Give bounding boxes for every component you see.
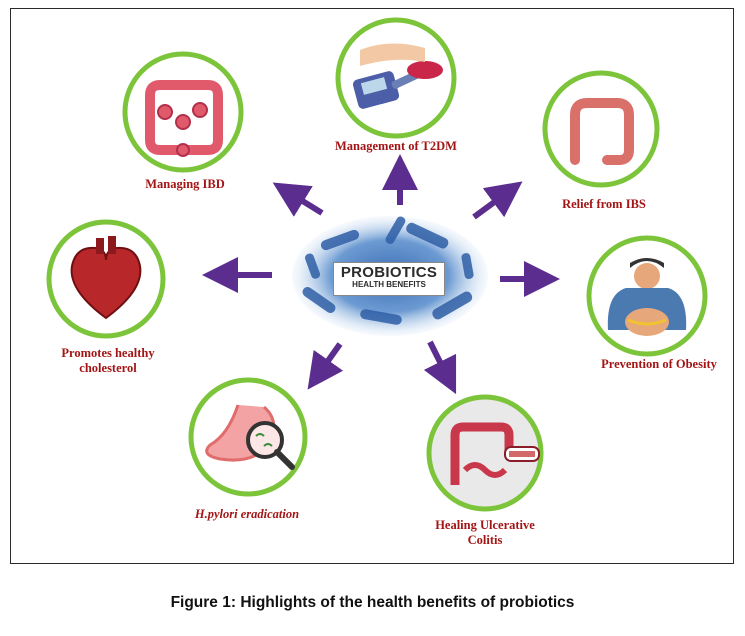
- cholesterol-circle: [46, 219, 166, 339]
- figure-caption: Figure 1: Highlights of the health benef…: [170, 594, 575, 611]
- colon-icon: [570, 98, 634, 165]
- arrow-to-ibd: [272, 182, 324, 217]
- hpylori-circle: [188, 377, 308, 497]
- ibs-circle: [542, 70, 660, 188]
- ibd-circle: [122, 51, 244, 173]
- label-t2dm: Management of T2DM: [335, 139, 457, 153]
- arrow-to-colitis: [423, 340, 457, 395]
- label-cholesterol: Promotes healthy cholesterol: [38, 346, 178, 376]
- stomach-magnifier-icon: [205, 404, 295, 470]
- heart-icon: [70, 236, 142, 320]
- glucose-meter-icon: [352, 43, 443, 109]
- label-colitis: Healing Ulcerative Colitis: [410, 518, 560, 548]
- arrow-to-ibs: [472, 181, 523, 220]
- label-ibs: Relief from IBS: [562, 197, 646, 211]
- center-title-box: PROBIOTICS HEALTH BENEFITS: [333, 262, 445, 296]
- obese-person-icon: [607, 258, 687, 336]
- label-obesity: Prevention of Obesity: [601, 357, 717, 371]
- obesity-circle: [586, 235, 708, 357]
- label-ibd: Managing IBD: [145, 177, 225, 191]
- center-subtitle: HEALTH BENEFITS: [352, 280, 426, 289]
- colitis-circle: [426, 394, 544, 512]
- label-colitis-line1: Healing Ulcerative: [435, 518, 535, 532]
- label-hpylori: H.pylori eradication: [194, 507, 300, 521]
- intestine-icon: [145, 80, 223, 157]
- inflamed-colon-icon: [450, 422, 540, 485]
- label-colitis-line2: Colitis: [467, 533, 503, 547]
- label-cholesterol-line1: Promotes healthy: [61, 346, 155, 360]
- t2dm-circle: [335, 17, 457, 139]
- arrow-to-hpylori: [307, 342, 344, 390]
- center-title: PROBIOTICS: [340, 264, 438, 281]
- arrows: [202, 154, 560, 395]
- label-cholesterol-line2: cholesterol: [79, 361, 137, 375]
